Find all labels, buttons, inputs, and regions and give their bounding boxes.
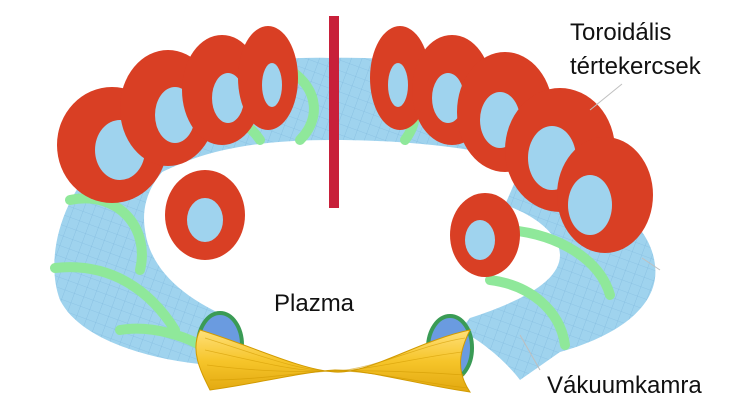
toroidal-coils-label: Toroidális tértekercsek [570,16,701,84]
plasma-label: Plazma [274,290,355,317]
helical-coil [65,193,147,275]
toroidal-coils [57,16,653,277]
helical-coil [505,225,615,300]
toroidal-coil-icon [165,170,245,260]
toroidal-coils-label-line2: tértekercsek [570,53,701,80]
leader-lines [519,83,661,371]
toroidal-coils-label-line1: Toroidális [570,19,672,46]
helical-coil [50,262,180,335]
vacuum-chamber-label: Vákuumkamra [547,372,702,399]
toroidal-coil-icon [238,26,298,130]
toroidal-coil-icon [557,137,653,253]
toroidal-coil-icon [450,193,520,277]
plasma-icon [195,329,472,393]
toroidal-coil-icon [329,16,339,208]
helical-coil [485,275,570,350]
helical-coil [285,65,319,145]
